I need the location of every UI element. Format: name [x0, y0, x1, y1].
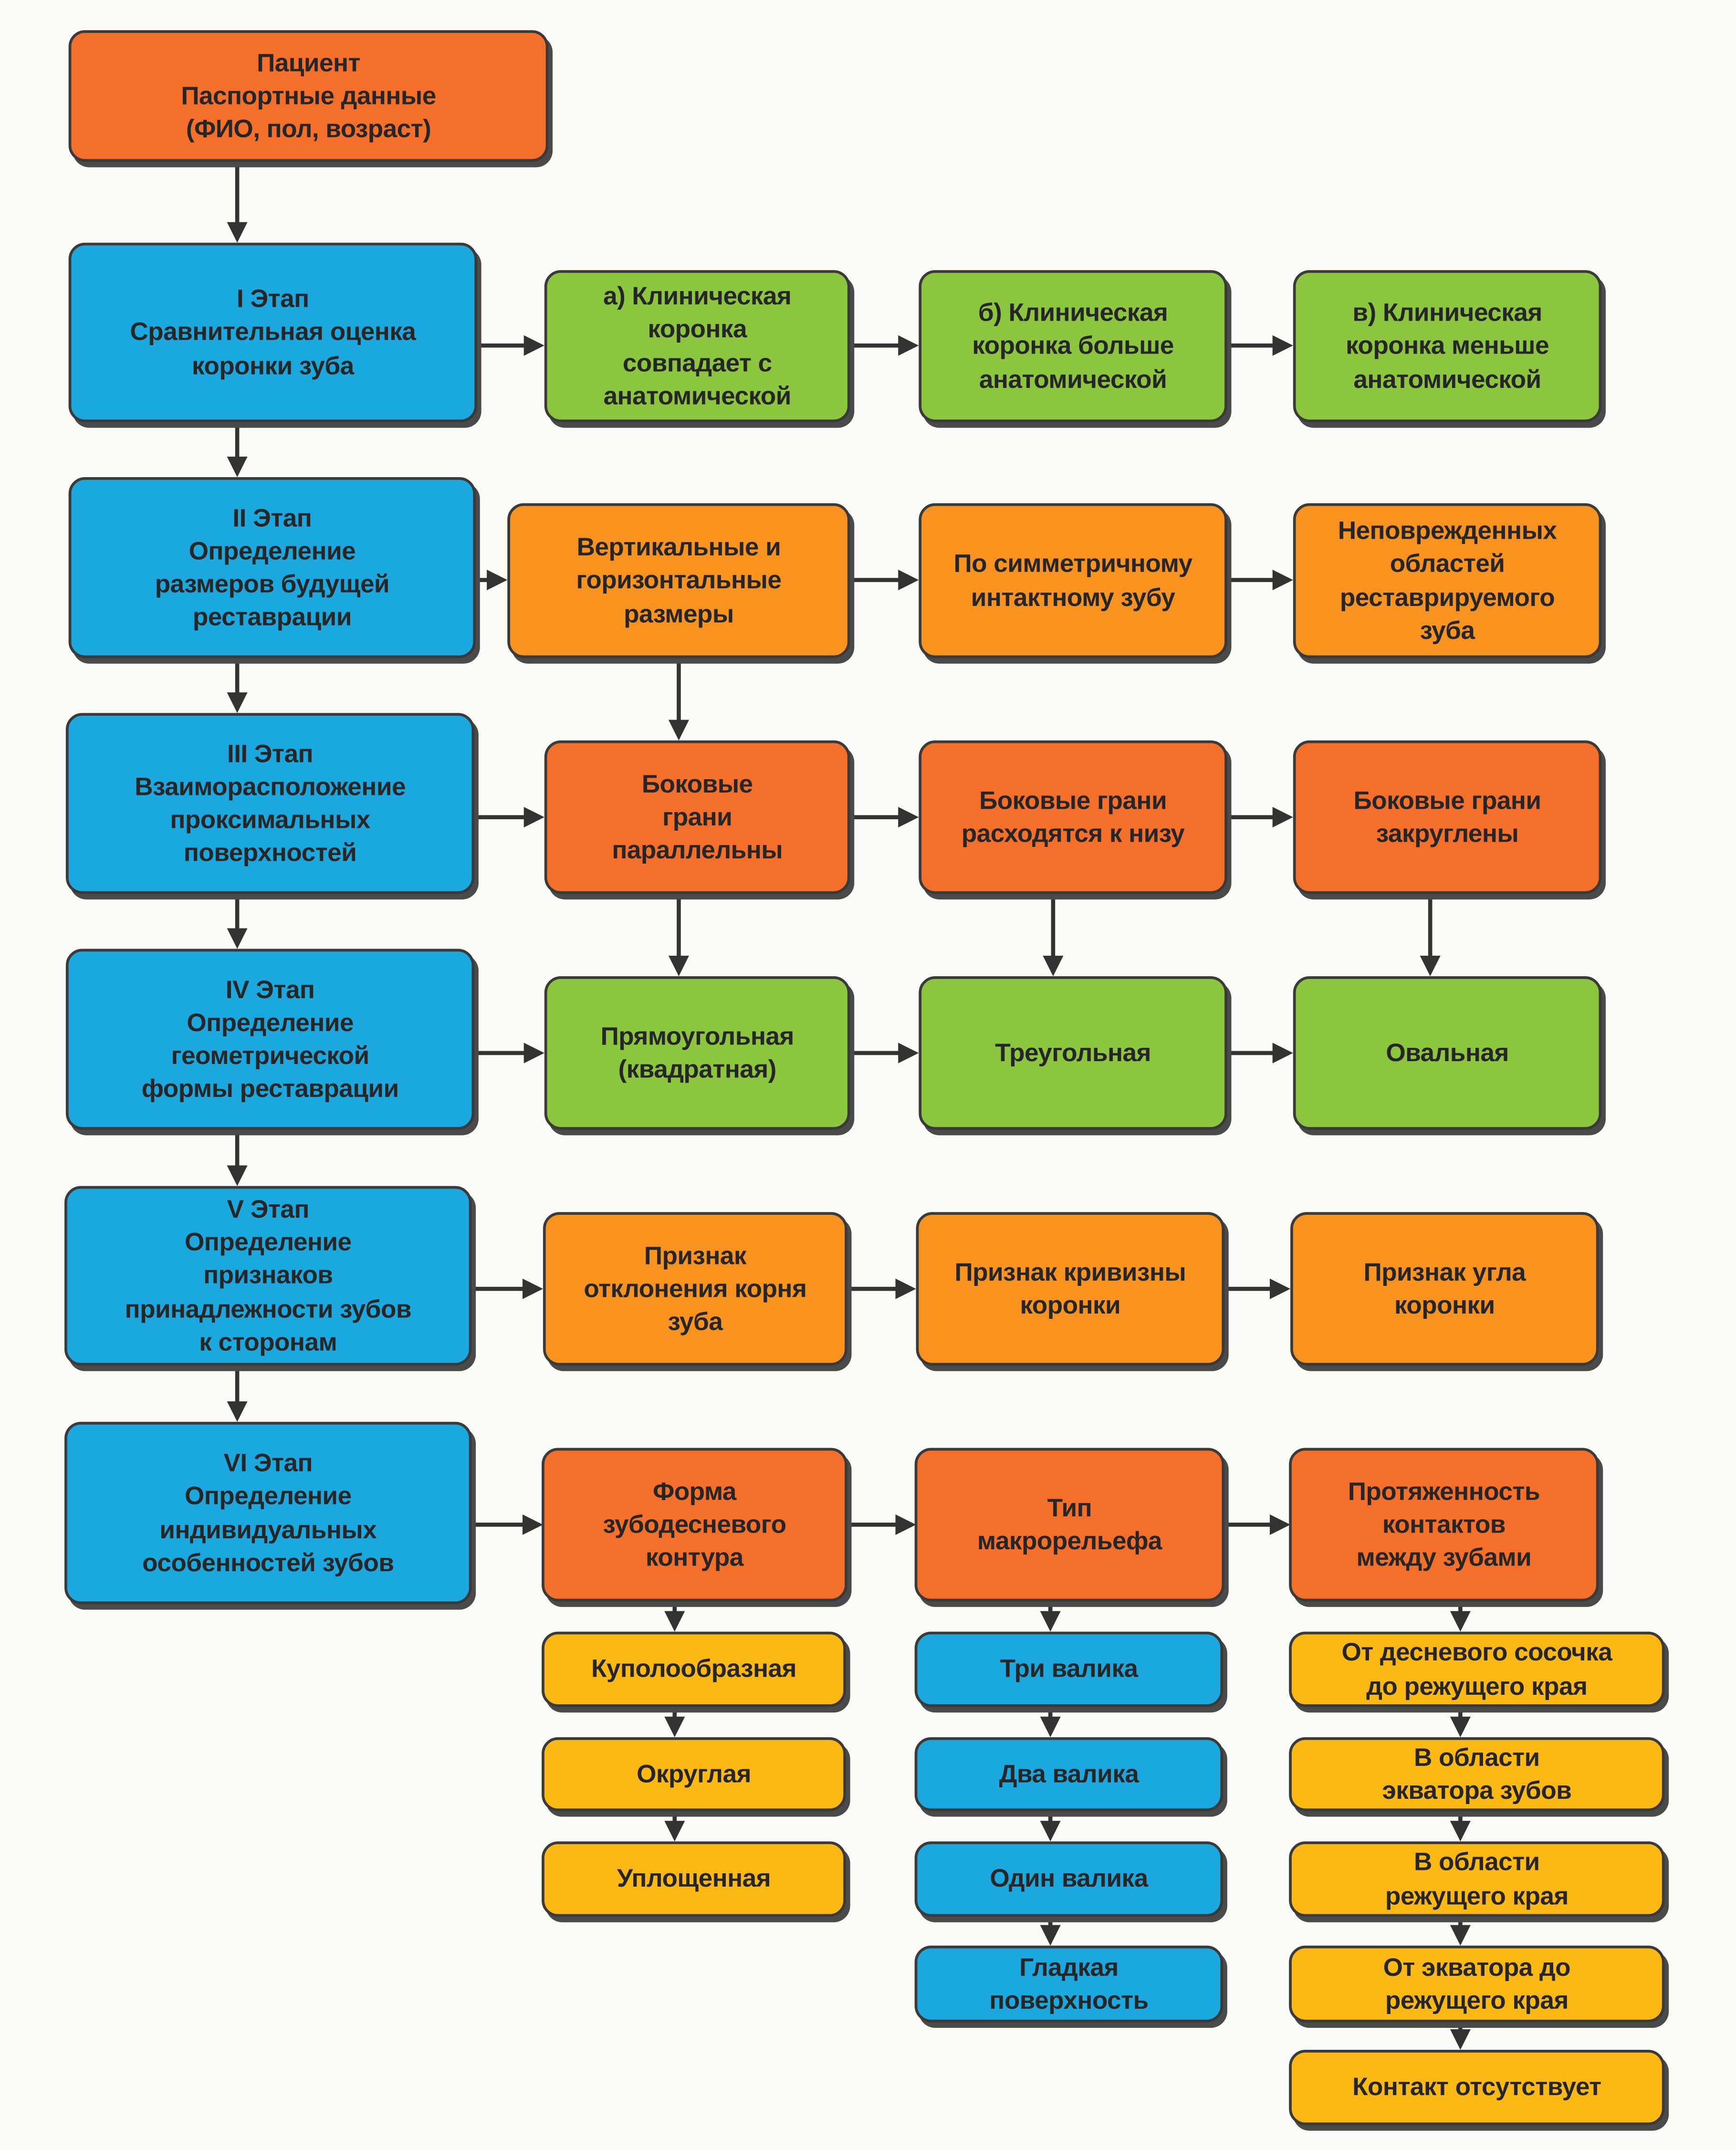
patient-box: Пациент Паспортные данные (ФИО, пол, воз…: [68, 30, 549, 162]
stage-6-box: VI Этап Определение индивидуальных особе…: [64, 1421, 472, 1605]
crown-matches-box: а) Клиническая коронка совпадает с анато…: [544, 270, 850, 423]
list-item: Два валика: [914, 1737, 1224, 1812]
triangular-box: Треугольная: [919, 976, 1227, 1130]
crown-angle-box: Признак угла коронки: [1290, 1212, 1599, 1366]
list-item: От десневого сосочка до режущего края: [1289, 1631, 1665, 1707]
rectangular-box: Прямоугольная (квадратная): [544, 976, 850, 1130]
list-item: Три валика: [914, 1631, 1224, 1707]
list-item: В области режущего края: [1289, 1841, 1665, 1917]
stage-3-box: III Этап Взаиморасположение проксимальны…: [65, 713, 475, 894]
root-deviation-box: Признак отклонения корня зуба: [543, 1212, 847, 1366]
list-item: Гладкая поверхность: [914, 1945, 1224, 2023]
oval-box: Овальная: [1293, 976, 1602, 1130]
list-item: Контакт отсутствует: [1289, 2050, 1665, 2126]
symmetric-tooth-box: По симметричному интактному зубу: [919, 503, 1227, 658]
list-item: От экватора до режущего края: [1289, 1945, 1665, 2023]
contacts-box: Протяженность контактов между зубами: [1289, 1448, 1599, 1602]
list-item: Округлая: [542, 1737, 847, 1812]
gum-contour-box: Форма зубодесневого контура: [542, 1448, 847, 1602]
list-item: Один валика: [914, 1841, 1224, 1917]
dimensions-box: Вертикальные и горизонтальные размеры: [507, 503, 850, 658]
parallel-faces-box: Боковые грани параллельны: [544, 740, 850, 894]
intact-areas-box: Неповрежденных областей реставрируемого …: [1293, 503, 1602, 658]
stage-4-box: IV Этап Определение геометрической формы…: [65, 949, 475, 1130]
rounded-faces-box: Боковые грани закруглены: [1293, 740, 1602, 894]
list-item: В области экватора зубов: [1289, 1737, 1665, 1812]
crown-larger-box: б) Клиническая коронка больше анатомичес…: [919, 270, 1227, 423]
diverging-faces-box: Боковые грани расходятся к низу: [919, 740, 1227, 894]
macrorelief-box: Тип макрорельефа: [914, 1448, 1225, 1602]
crown-curvature-box: Признак кривизны коронки: [916, 1212, 1225, 1366]
crown-smaller-box: в) Клиническая коронка меньше анатомичес…: [1293, 270, 1602, 423]
stage-1-box: I Этап Сравнительная оценка коронки зуба: [68, 242, 478, 423]
stage-5-box: V Этап Определение признаков принадлежно…: [64, 1186, 472, 1366]
stage-2-box: II Этап Определение размеров будущей рес…: [68, 477, 476, 658]
list-item: Уплощенная: [542, 1841, 847, 1917]
list-item: Куполообразная: [542, 1631, 847, 1707]
